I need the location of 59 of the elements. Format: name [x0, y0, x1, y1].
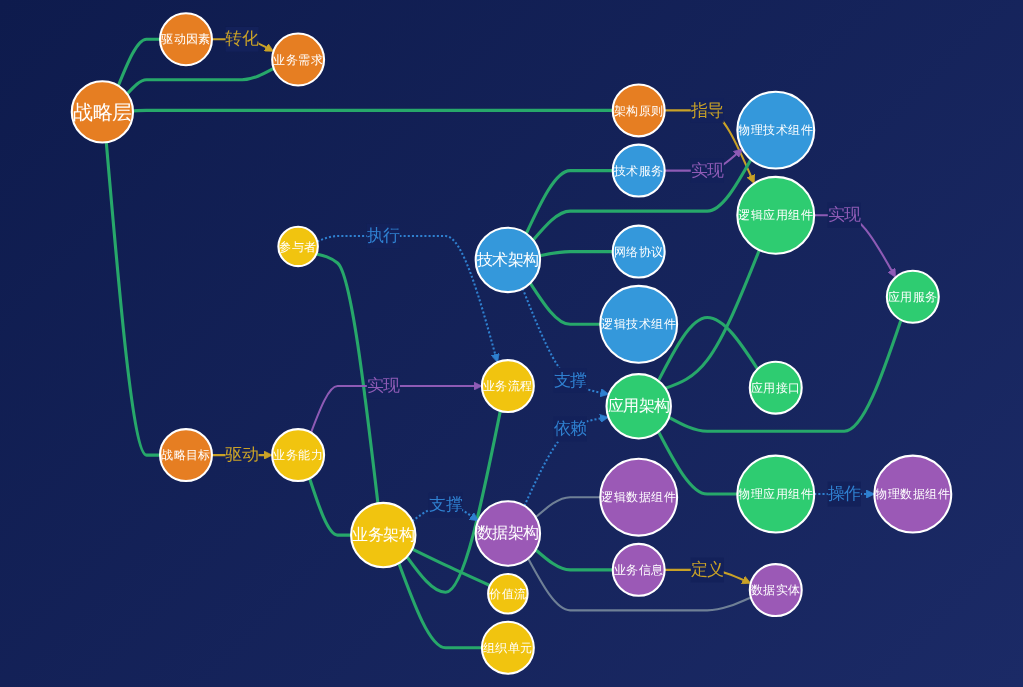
node-circle: 业务流程	[480, 359, 535, 414]
node-circle: 业务能力	[271, 428, 326, 483]
connector	[104, 142, 160, 457]
edge-label: 操作	[827, 483, 861, 504]
connector	[539, 250, 613, 258]
connector	[535, 496, 601, 519]
node-circle: 应用服务	[885, 269, 940, 324]
connector	[528, 282, 601, 326]
connector	[397, 562, 482, 650]
node-circle: 物理数据组件	[873, 454, 953, 534]
connector	[668, 319, 903, 433]
node-circle: 驱动因素	[159, 12, 213, 67]
edge-label: 实现	[690, 160, 724, 180]
connector	[405, 410, 502, 594]
connector	[132, 108, 613, 113]
arrow	[316, 235, 500, 363]
edge-label: 依赖	[553, 418, 587, 439]
edge-label: 实现	[827, 204, 861, 225]
node-circle: 物理应用组件	[736, 454, 816, 534]
node-circle: 价值流	[487, 572, 529, 615]
edge-label: 执行	[366, 225, 400, 246]
edge-label: 支撑	[553, 369, 587, 390]
connector	[308, 477, 352, 537]
edge-label: 指导	[690, 100, 724, 120]
node-circle: 技术架构	[474, 226, 542, 294]
node-circle: 逻辑数据组件	[599, 457, 679, 537]
connector	[532, 158, 753, 242]
node-circle: 参与者	[277, 225, 319, 268]
connector	[116, 37, 160, 87]
edge-label: 驱动	[225, 444, 259, 465]
connector	[657, 316, 759, 382]
edge-label: 实现	[366, 375, 400, 396]
connector	[657, 430, 738, 496]
connector	[664, 249, 761, 390]
edge-label: 支撑	[428, 494, 463, 515]
node-circle: 业务架构	[350, 501, 417, 569]
node-circle: 逻辑技术组件	[599, 284, 679, 364]
node-circle: 逻辑应用组件	[736, 175, 816, 255]
connector	[315, 252, 380, 504]
node-circle: 应用架构	[605, 373, 672, 440]
node-circle: 物理技术组件	[736, 90, 816, 170]
node-circle: 组织单元	[480, 620, 535, 675]
node-circle: 数据架构	[474, 500, 542, 567]
node-circle: 技术服务	[611, 143, 666, 198]
node-circle: 业务信息	[611, 542, 666, 597]
node-circle: 网络协议	[611, 224, 666, 279]
node-circle: 战略目标	[159, 428, 213, 483]
connector	[126, 66, 275, 95]
node-circle: 业务需求	[271, 32, 326, 87]
edge-label: 定义	[690, 559, 724, 580]
connector	[524, 169, 613, 235]
node-circle: 架构原则	[611, 83, 666, 138]
node-circle: 应用接口	[748, 360, 803, 415]
connector	[411, 547, 491, 587]
node-circle: 战略层	[70, 80, 135, 144]
arrow	[523, 414, 609, 507]
node-circle: 数据实体	[748, 563, 803, 618]
edge-label: 转化	[225, 28, 259, 49]
connector	[534, 548, 613, 572]
